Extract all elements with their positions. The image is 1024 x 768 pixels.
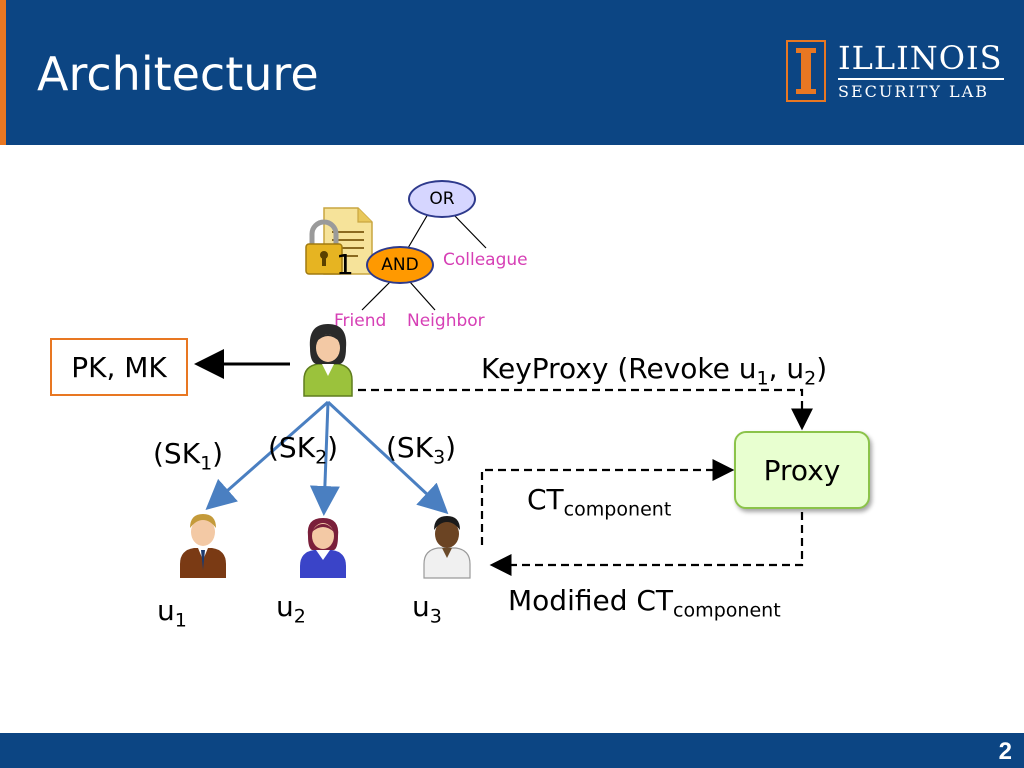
user2-label: u2	[276, 590, 306, 628]
and-node-label: AND	[381, 255, 419, 275]
or-node-label: OR	[429, 189, 455, 209]
page-number: 2	[998, 738, 1012, 765]
user1-label: u1	[157, 594, 187, 632]
proxy-label: Proxy	[763, 453, 841, 487]
and-node: AND	[366, 246, 434, 284]
pillar-icon	[786, 40, 826, 102]
keyproxy-label: KeyProxy (Revoke u1, u2)	[481, 352, 828, 390]
pk-mk-box: PK, MK	[50, 338, 188, 396]
arrow-sk1	[205, 400, 329, 510]
user2-avatar-icon	[300, 518, 346, 578]
neighbor-label: Neighbor	[407, 311, 485, 331]
dashed-modified-ct	[489, 512, 804, 576]
pk-mk-label: PK, MK	[71, 350, 167, 384]
illinois-security-lab-logo: ILLINOIS SECURITY LAB	[786, 40, 1006, 104]
dashed-keyproxy	[358, 388, 813, 431]
slide-footer	[0, 733, 1024, 768]
dashed-ct-component	[480, 459, 735, 545]
slide-title: Architecture	[37, 47, 319, 101]
modified-ct-label: Modified CTcomponent	[508, 584, 781, 622]
arrow-sk3	[326, 400, 449, 515]
user3-avatar-icon	[423, 516, 471, 579]
colleague-label: Colleague	[443, 250, 528, 270]
sk1-label: (SK1)	[153, 437, 224, 475]
edge-or-and	[407, 213, 429, 249]
sk3-label: (SK3)	[386, 431, 457, 469]
edge-or-colleague	[452, 213, 487, 249]
or-node: OR	[408, 180, 476, 218]
ct-component-label: CTcomponent	[527, 483, 672, 521]
header-accent-bar	[0, 0, 6, 145]
logo-line2: SECURITY LAB	[838, 82, 989, 101]
lock-index-label: 1	[336, 248, 354, 281]
arrow-sk2	[309, 401, 340, 516]
edge-and-neighbor	[409, 281, 436, 311]
proxy-box: Proxy	[734, 431, 870, 509]
user1-avatar-icon	[180, 514, 226, 578]
friend-label: Friend	[334, 311, 387, 331]
user3-label: u3	[412, 590, 442, 628]
edge-and-friend	[361, 281, 391, 311]
sk2-label: (SK2)	[268, 431, 339, 469]
logo-line1: ILLINOIS	[838, 39, 1003, 77]
slide-header	[0, 0, 1024, 145]
